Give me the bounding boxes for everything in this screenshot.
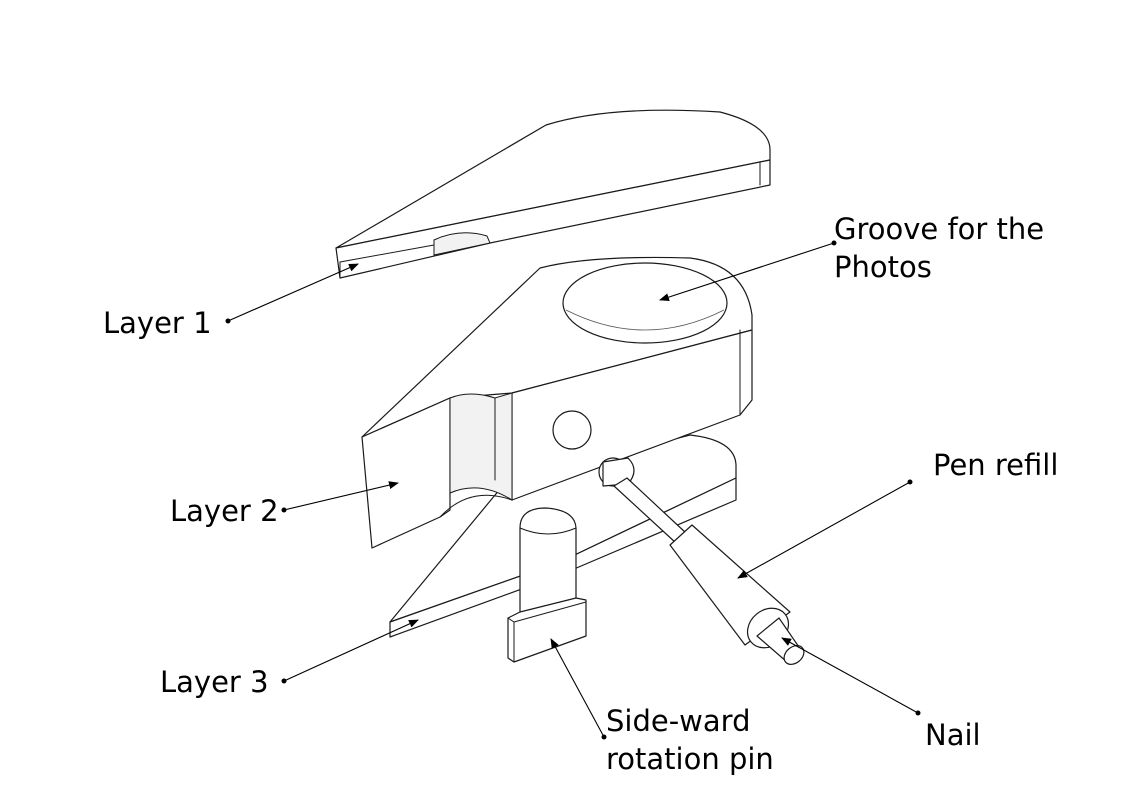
label-pin-line-1: Side-ward (606, 704, 751, 738)
nail (756, 617, 805, 665)
label-layer-3: Layer 3 (160, 665, 269, 699)
label-layer-1: Layer 1 (103, 306, 212, 340)
rotation-pin (507, 507, 587, 663)
photo-groove (562, 262, 728, 344)
label-groove-line-1: Groove for the (834, 212, 1044, 246)
side-hole (552, 410, 592, 450)
leader-lines (225, 240, 921, 740)
label-nail: Nail (925, 718, 981, 752)
label-pin-line-2: rotation pin (606, 742, 774, 776)
layer-1-plate (335, 109, 771, 279)
label-layer-2: Layer 2 (170, 494, 279, 528)
label-groove-line-2: Photos (834, 250, 932, 284)
label-pen-refill: Pen refill (933, 448, 1058, 482)
layer-2-block (361, 256, 753, 549)
